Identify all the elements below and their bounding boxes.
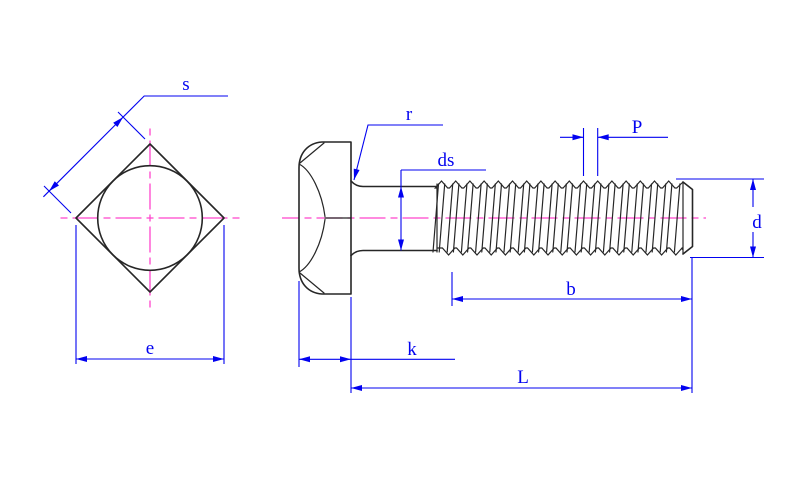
dim-label-L: L <box>517 367 529 388</box>
dim-L: L <box>350 258 693 393</box>
arrowhead <box>398 186 404 198</box>
dim-label-P: P <box>632 117 643 138</box>
front-view: s e <box>43 74 240 364</box>
thread-flank-line <box>637 183 645 253</box>
arrowhead <box>681 385 692 391</box>
thread-flank-line <box>552 183 559 253</box>
dim-label-e: e <box>146 338 154 359</box>
thread-flank-line <box>623 183 630 253</box>
thread-flank-line <box>537 183 545 253</box>
dim-P: P <box>560 117 668 176</box>
thread-flank-line <box>495 183 503 253</box>
dim-b: b <box>451 272 692 306</box>
side-view: r ds P d b k <box>49 104 764 393</box>
arrowhead <box>213 356 224 362</box>
arrowhead <box>398 239 404 251</box>
thread-flank-line <box>588 183 596 253</box>
thread-flank-line <box>481 183 488 253</box>
arrowhead <box>299 356 310 363</box>
head-inscribed-circle <box>96 164 204 272</box>
dim-e: e <box>75 225 225 364</box>
arrowhead <box>340 356 351 363</box>
thread-flank-line <box>531 183 539 253</box>
thread-flank-line <box>580 183 588 253</box>
arrowhead <box>49 181 59 192</box>
extension-line <box>75 225 225 364</box>
thread-flank-line <box>452 183 460 253</box>
thread-flank-line <box>432 183 440 253</box>
thread-flank-line <box>460 183 468 253</box>
arrowhead <box>750 246 756 258</box>
shank-top-line <box>350 180 438 188</box>
shank-bottom-line <box>350 249 438 257</box>
dim-label-r: r <box>406 104 413 125</box>
arrowhead <box>750 179 756 190</box>
head-square-outline <box>75 143 225 293</box>
dimension-line <box>43 95 228 198</box>
head-chamfer-facets <box>299 142 325 294</box>
leader-line <box>353 124 443 181</box>
thread-flank-line <box>645 183 653 253</box>
thread-flank-line <box>616 183 624 253</box>
thread-flank-line <box>574 183 582 253</box>
extension-line <box>117 111 146 140</box>
thread-crest-bottom <box>437 246 684 256</box>
thread-flank-line <box>560 183 567 253</box>
dimension-line <box>400 169 486 251</box>
dim-label-k: k <box>407 339 417 360</box>
dim-label-s: s <box>182 74 189 95</box>
arrowhead <box>597 134 609 141</box>
thread-flank-line <box>475 183 482 253</box>
thread-flank-line <box>659 183 667 253</box>
thread-flank-line <box>509 183 517 253</box>
thread-flank-line <box>673 183 681 253</box>
thread-flank-line <box>438 183 446 253</box>
thread-flank-line <box>608 183 616 253</box>
thread-flank-line <box>665 183 673 253</box>
head-face-arc-upper <box>298 163 326 218</box>
thread-flank-line <box>503 183 511 253</box>
arrowhead <box>76 356 87 362</box>
thread-flank-line <box>446 183 454 253</box>
thread-flank-line <box>651 183 659 253</box>
thread-profile <box>432 180 684 256</box>
thread-flank-line <box>602 183 610 253</box>
arrowhead <box>681 296 692 302</box>
thread-flank-line <box>594 183 602 253</box>
extension-line <box>350 258 693 393</box>
dim-label-ds: ds <box>438 150 455 171</box>
dim-label-d: d <box>752 212 762 233</box>
thread-flank-line <box>517 183 525 253</box>
dim-r: r <box>353 104 443 181</box>
dim-s: s <box>43 74 228 214</box>
arrowhead <box>353 168 360 180</box>
dim-label-b: b <box>566 279 576 300</box>
thread-flank-line <box>467 183 474 253</box>
bolt-tip-chamfer <box>682 181 694 255</box>
head-side-outline <box>298 141 352 295</box>
head-face-arc-lower <box>298 218 326 273</box>
thread-flank-line <box>489 183 496 253</box>
arrowhead <box>452 296 463 302</box>
extension-line <box>582 128 599 176</box>
dim-ds: ds <box>400 150 486 251</box>
thread-flank-line <box>523 183 531 253</box>
arrowhead <box>351 385 362 391</box>
extension-line <box>676 178 764 259</box>
arrowhead <box>113 117 124 127</box>
arrowhead <box>572 134 584 141</box>
thread-flank-line <box>631 183 638 253</box>
thread-flank-line <box>545 183 553 253</box>
dim-k: k <box>298 281 455 367</box>
extension-line <box>43 185 72 214</box>
thread-flank-line <box>566 183 574 253</box>
dimension-arrowheads <box>49 117 756 391</box>
